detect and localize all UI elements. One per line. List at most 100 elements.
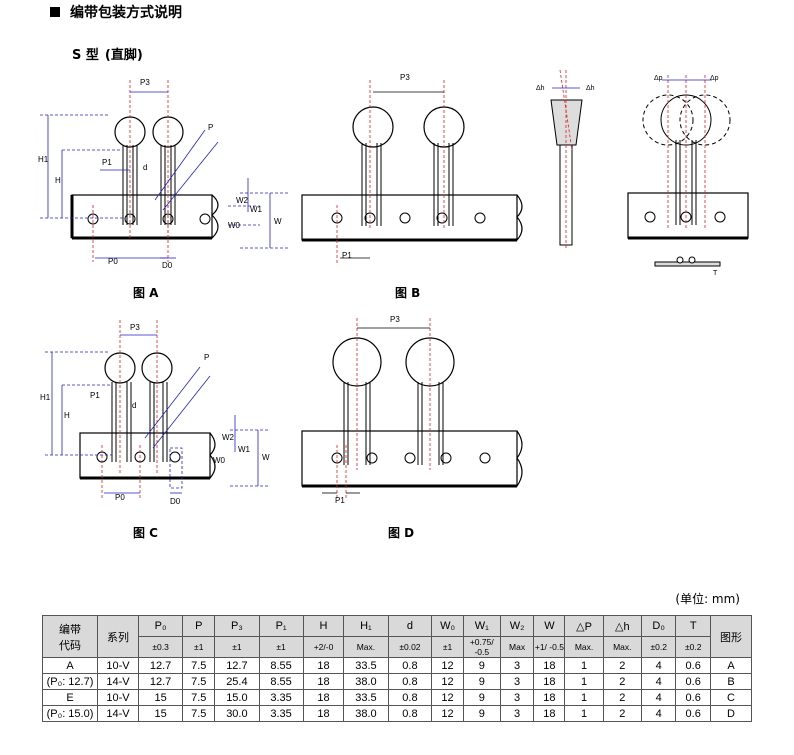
svg-text:P3: P3 — [400, 73, 410, 82]
header-param: W₂ — [499, 615, 535, 637]
table-cell: 1 — [564, 689, 604, 706]
table-cell: 7.5 — [182, 705, 216, 722]
header-param: P₀ — [137, 615, 184, 637]
figure-a-label: 图 A — [133, 286, 159, 300]
table-cell: 3 — [499, 705, 535, 722]
table-cell: D — [710, 705, 752, 722]
table-cell: A — [42, 657, 98, 674]
figure-a-drawing: P3 P P1 H1 H d W2 W1 W0 W P0 D0 — [38, 78, 290, 270]
header-tol: ±0.2 — [640, 636, 677, 658]
header-param: D₀ — [640, 615, 677, 637]
svg-text:d: d — [132, 401, 136, 410]
header-param: d — [387, 615, 433, 637]
header-param: W₀ — [431, 615, 464, 637]
table-cell: 15.0 — [214, 689, 260, 706]
header-row-tolerances: ±0.3 ±1 ±1 ±1 +2/-0 Max. ±0.02 ±1 +0.75/… — [43, 636, 752, 658]
table-cell: 3 — [499, 657, 535, 674]
header-tol: Max — [499, 636, 535, 658]
table-cell: 18 — [533, 705, 566, 722]
table-cell: 2 — [602, 657, 642, 674]
square-bullet-icon — [50, 7, 60, 17]
header-series: 系列 — [97, 615, 139, 658]
table-cell: 10-V — [97, 657, 139, 674]
header-tol: ±0.3 — [137, 636, 184, 658]
header-tol: ±1 — [214, 636, 260, 658]
subheading: S 型(直脚) — [72, 44, 149, 63]
figure-c-label: 图 C — [133, 526, 158, 540]
table-cell: 18 — [302, 689, 345, 706]
section-heading-text: 编带包装方式说明 — [70, 5, 182, 21]
header-tol: ±1 — [182, 636, 216, 658]
svg-text:W2: W2 — [222, 433, 235, 442]
svg-text:P1: P1 — [102, 158, 112, 167]
table-cell: 7.5 — [182, 673, 216, 690]
svg-text:P3: P3 — [140, 78, 150, 87]
table-cell: 3 — [499, 689, 535, 706]
header-tol: ±1 — [431, 636, 464, 658]
header-param: H₁ — [343, 615, 389, 637]
table-cell: B — [710, 673, 752, 690]
table-cell: 18 — [302, 705, 345, 722]
table-cell: 12 — [431, 705, 464, 722]
header-tol: Max. — [343, 636, 389, 658]
header-tol: ±0.02 — [387, 636, 433, 658]
svg-text:P3: P3 — [130, 323, 140, 332]
taping-figures: P3 P P1 H1 H d W2 W1 W0 W P0 D0 — [38, 69, 749, 506]
table-cell: 2 — [602, 673, 642, 690]
svg-text:P: P — [204, 353, 209, 362]
table-cell: 7.5 — [182, 657, 216, 674]
svg-text:W0: W0 — [228, 221, 241, 230]
table-cell: 33.5 — [343, 657, 389, 674]
svg-text:P3: P3 — [390, 315, 400, 324]
header-tol: ±1 — [258, 636, 304, 658]
table-cell: 0.6 — [675, 689, 711, 706]
svg-text:P0: P0 — [115, 493, 125, 502]
svg-text:W1: W1 — [238, 445, 251, 454]
table-cell: 12.7 — [137, 657, 184, 674]
svg-text:H: H — [64, 411, 70, 420]
header-param: △h — [602, 615, 642, 637]
header-shape: 图形 — [710, 615, 752, 658]
table-cell: 4 — [640, 705, 677, 722]
table-cell: 18 — [533, 657, 566, 674]
figure-side-view: Δh Δh — [536, 69, 595, 250]
table-cell: 12.7 — [137, 673, 184, 690]
svg-text:W: W — [274, 217, 282, 226]
svg-text:P0: P0 — [108, 257, 118, 266]
table-cell: 9 — [462, 657, 501, 674]
table-cell: 0.6 — [675, 673, 711, 690]
figure-c-drawing: P3 P P1 H1 H d W2 W1 W0 W P0 D0 — [40, 320, 270, 506]
header-param: P₁ — [258, 615, 304, 637]
table-cell: 4 — [640, 673, 677, 690]
svg-text:D0: D0 — [162, 261, 173, 270]
table-cell: 0.6 — [675, 705, 711, 722]
header-tol: ±0.2 — [675, 636, 711, 658]
svg-text:W2: W2 — [236, 196, 249, 205]
table-cell: 14-V — [97, 705, 139, 722]
table-cell: 0.8 — [387, 673, 433, 690]
table-cell: 12 — [431, 689, 464, 706]
table-cell: 12.7 — [214, 657, 260, 674]
table-cell: 3.35 — [258, 705, 304, 722]
header-param: H — [302, 615, 345, 637]
table-cell: 2 — [602, 705, 642, 722]
subheading-type: S 型 — [72, 48, 99, 63]
header-param: P — [182, 615, 216, 637]
svg-text:Δp: Δp — [710, 75, 719, 82]
svg-text:d: d — [143, 163, 147, 172]
table-cell: 1 — [564, 705, 604, 722]
table-cell: 25.4 — [214, 673, 260, 690]
header-tol: +1/ -0.5 — [533, 636, 566, 658]
svg-text:H: H — [55, 176, 61, 185]
table-cell: 0.8 — [387, 705, 433, 722]
table-cell: 3.35 — [258, 689, 304, 706]
table-cell: 18 — [302, 673, 345, 690]
table-cell: 15 — [137, 705, 184, 722]
svg-text:T: T — [713, 270, 718, 277]
table-cell: 3 — [499, 673, 535, 690]
table-cell: 18 — [533, 689, 566, 706]
